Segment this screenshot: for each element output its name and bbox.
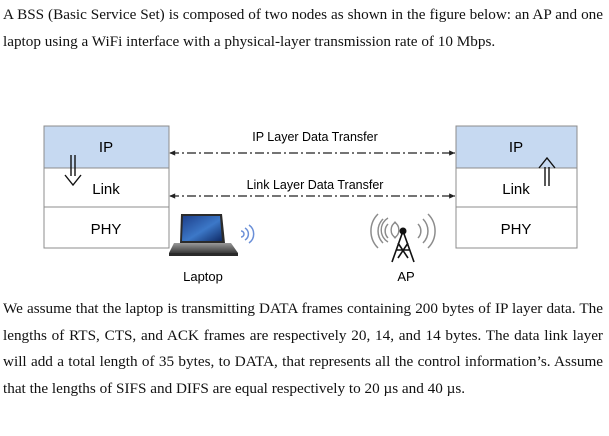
access-point-tower-icon bbox=[370, 213, 436, 263]
right-phy-label: PHY bbox=[501, 221, 532, 238]
right-link-label: Link bbox=[502, 181, 530, 198]
right-protocol-stack: IP Link PHY bbox=[455, 125, 578, 249]
left-ip-layer-box bbox=[43, 125, 170, 169]
wifi-signal-icon bbox=[240, 224, 255, 244]
problem-assumptions-paragraph: We assume that the laptop is transmittin… bbox=[3, 300, 603, 397]
link-transfer-label: Link Layer Data Transfer bbox=[247, 178, 384, 192]
laptop-label: Laptop bbox=[183, 269, 223, 284]
left-ip-label: IP bbox=[99, 139, 113, 156]
ip-transfer-label: IP Layer Data Transfer bbox=[252, 130, 378, 144]
left-link-layer-box bbox=[43, 167, 170, 208]
down-arrow-icon bbox=[64, 155, 82, 187]
right-ip-label: IP bbox=[509, 139, 523, 156]
up-arrow-icon bbox=[538, 156, 556, 186]
left-link-label: Link bbox=[92, 181, 120, 198]
right-link-layer-box bbox=[455, 167, 578, 208]
problem-intro-paragraph: A BSS (Basic Service Set) is composed of… bbox=[3, 6, 603, 50]
left-phy-label: PHY bbox=[91, 221, 122, 238]
left-protocol-stack: IP Link PHY bbox=[43, 125, 170, 249]
laptop-icon bbox=[169, 214, 238, 256]
right-phy-layer-box bbox=[455, 206, 578, 249]
right-ip-layer-box bbox=[455, 125, 578, 169]
left-phy-layer-box bbox=[43, 206, 170, 249]
ap-label: AP bbox=[397, 269, 414, 284]
